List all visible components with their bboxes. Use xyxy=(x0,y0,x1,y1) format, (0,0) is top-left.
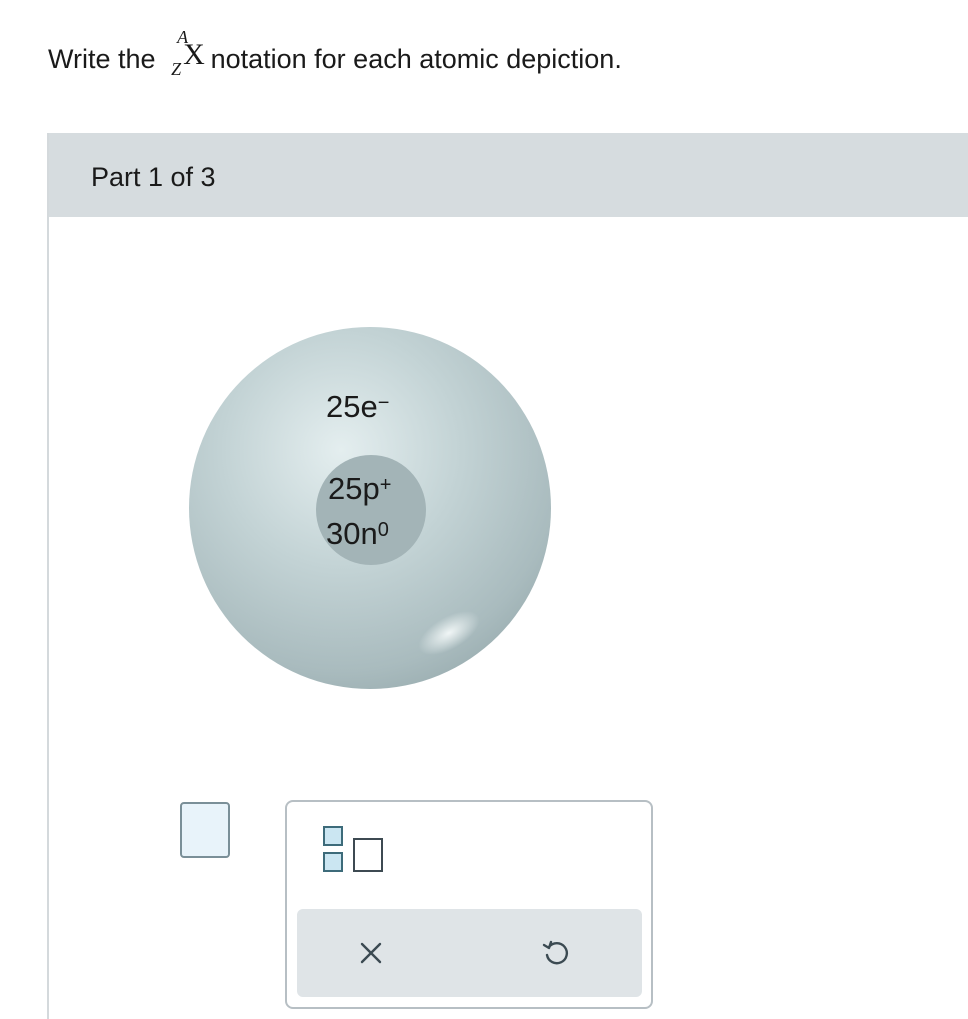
atom-depiction xyxy=(189,327,551,689)
undo-button[interactable] xyxy=(534,931,578,975)
palette-action-bar xyxy=(297,909,642,997)
proton-charge: + xyxy=(379,474,392,496)
superscript-subscript-template-button[interactable] xyxy=(321,824,387,890)
math-palette xyxy=(285,800,653,1009)
close-icon xyxy=(360,942,382,964)
answer-input-box[interactable] xyxy=(180,802,230,858)
part-header: Part 1 of 3 xyxy=(49,133,968,217)
template-subscript-slot-icon xyxy=(323,852,343,872)
neutron-count: 30n xyxy=(326,516,378,551)
question-suffix: notation for each atomic depiction. xyxy=(210,44,622,74)
isotope-notation: A Z X xyxy=(163,27,205,88)
clear-button[interactable] xyxy=(349,931,393,975)
electron-label: 25e− xyxy=(326,390,389,424)
neutron-charge: 0 xyxy=(377,519,389,541)
template-superscript-slot-icon xyxy=(323,826,343,846)
part-label: Part 1 of 3 xyxy=(91,162,216,192)
nucleus xyxy=(316,455,426,565)
part-panel: Part 1 of 3 xyxy=(47,133,968,1019)
mass-number-symbol: A xyxy=(177,27,189,47)
atom-highlight xyxy=(418,611,480,655)
proton-label: 25p+ xyxy=(328,472,391,506)
element-symbol: X xyxy=(183,38,205,71)
atomic-number-symbol: Z xyxy=(171,59,182,79)
electron-charge: − xyxy=(377,392,390,414)
question-text: Write the A Z X notation for each atomic… xyxy=(48,27,622,88)
electron-count: 25e xyxy=(326,389,378,424)
question-prefix: Write the xyxy=(48,44,156,74)
template-main-slot-icon xyxy=(353,838,383,872)
neutron-label: 30n0 xyxy=(326,517,389,551)
undo-icon xyxy=(542,940,568,965)
proton-count: 25p xyxy=(328,471,380,506)
